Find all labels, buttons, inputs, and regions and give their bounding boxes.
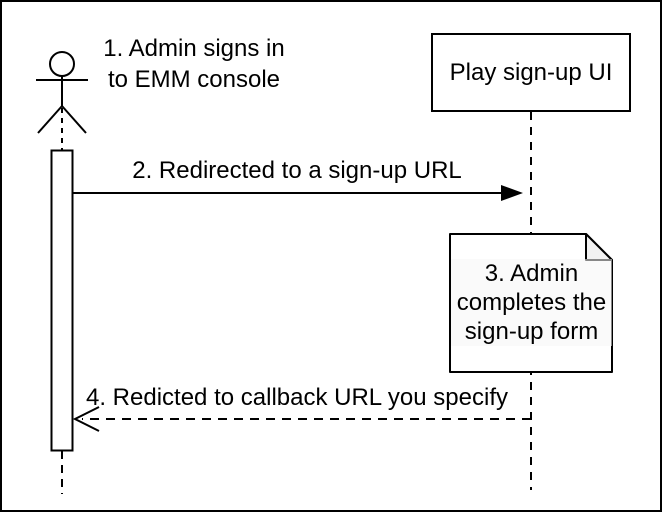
actor-icon bbox=[36, 51, 88, 134]
message-2-arrow bbox=[73, 185, 523, 201]
participant-play-signup-ui: Play sign-up UI bbox=[431, 33, 631, 112]
participant-play-signup-ui-label: Play sign-up UI bbox=[449, 58, 613, 86]
actor-activation-bar bbox=[50, 149, 74, 452]
note-fold-corner-icon bbox=[585, 233, 613, 261]
actor-head bbox=[49, 51, 75, 77]
actor-left-leg bbox=[37, 105, 63, 134]
message-4-label: 4. Redicted to callback URL you specify bbox=[86, 384, 508, 411]
message-1-label: 1. Admin signs in to EMM console bbox=[103, 35, 285, 93]
open-arrowhead-left-icon bbox=[72, 406, 100, 432]
filled-arrowhead-right-icon bbox=[501, 185, 523, 201]
actor-right-leg bbox=[61, 105, 87, 134]
note-text: 3. Admin completes the sign-up form bbox=[451, 259, 612, 346]
message-2-label: 2. Redirected to a sign-up URL bbox=[132, 157, 462, 184]
message-4-arrow bbox=[72, 406, 531, 432]
